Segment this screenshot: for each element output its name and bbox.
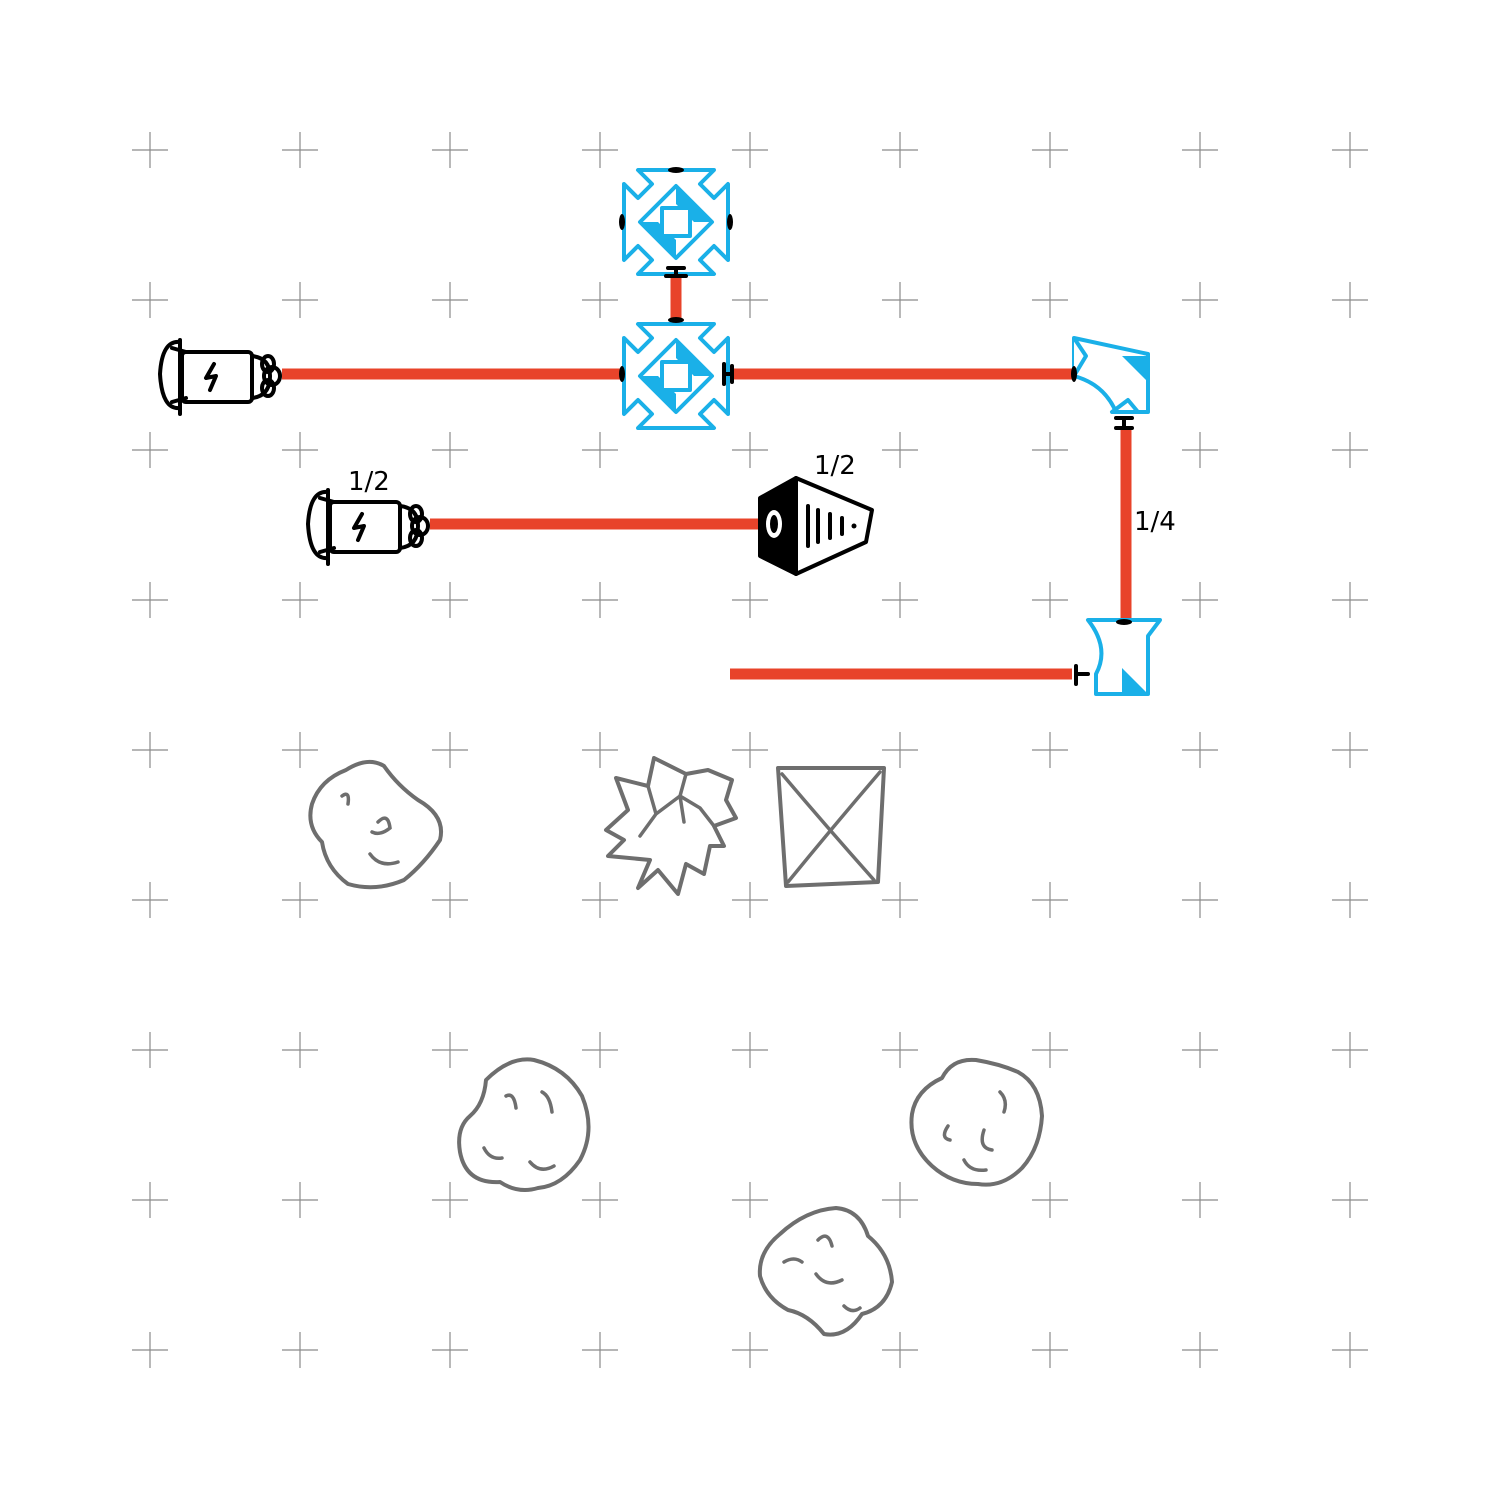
- lightning-icon: [352, 512, 366, 542]
- laser-emitter-half[interactable]: [306, 488, 430, 566]
- mirror[interactable]: [1071, 336, 1150, 430]
- laser-beams: [282, 277, 1132, 680]
- beam-power-label: 1/4: [1134, 507, 1176, 537]
- blocked-tile[interactable]: [776, 766, 886, 888]
- lightning-icon: [204, 362, 218, 392]
- beam-splitter[interactable]: [619, 167, 733, 278]
- target-receiver[interactable]: [758, 476, 874, 576]
- beam-splitter[interactable]: [619, 317, 734, 430]
- mirror[interactable]: [1074, 618, 1162, 696]
- laser-emitter[interactable]: [158, 338, 282, 416]
- asteroid[interactable]: [308, 759, 443, 890]
- asteroid[interactable]: [457, 1057, 591, 1192]
- grid: [132, 132, 1368, 1368]
- target-requirement-label: 1/2: [814, 451, 856, 481]
- asteroid[interactable]: [909, 1057, 1044, 1187]
- crystal-shard[interactable]: [604, 756, 738, 896]
- laser-power-label: 1/2: [348, 467, 390, 497]
- asteroid[interactable]: [757, 1206, 894, 1337]
